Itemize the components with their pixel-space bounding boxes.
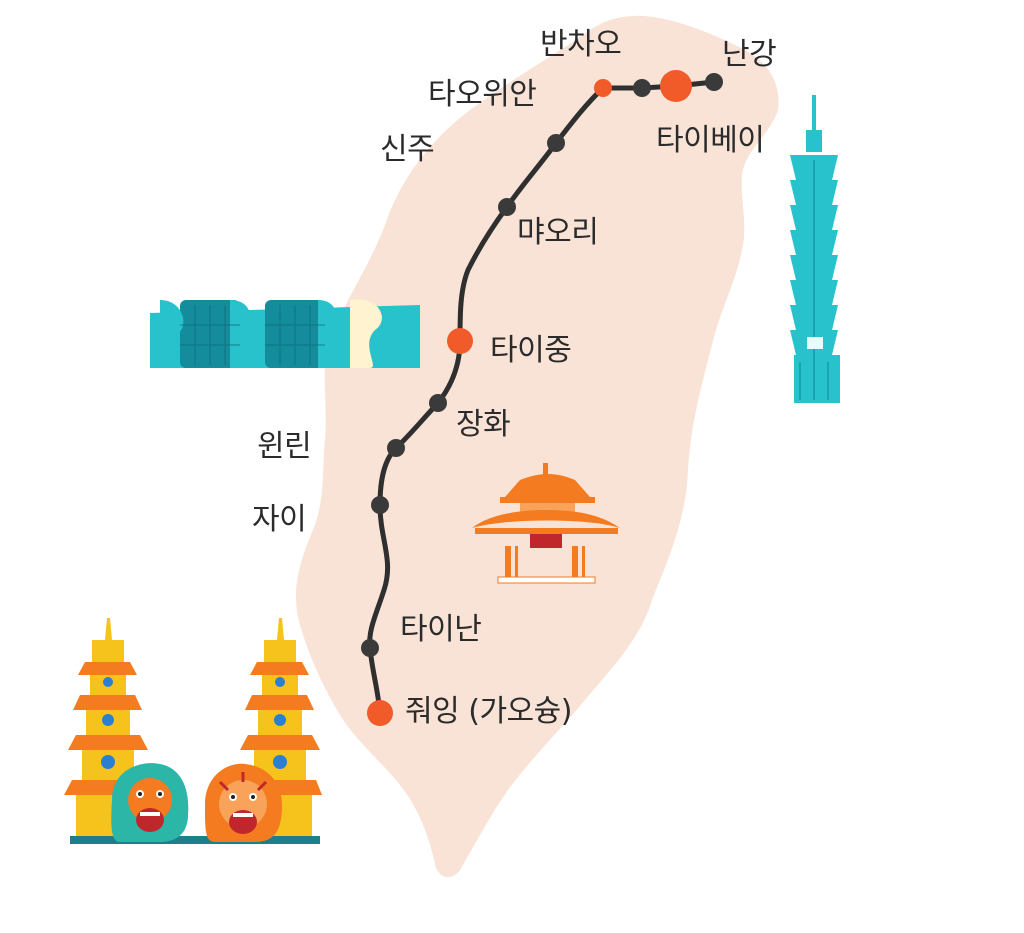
taipei-101-icon xyxy=(790,95,840,403)
station-zuoying-marker xyxy=(367,700,393,726)
station-label-chiayi: 자이 xyxy=(252,502,307,537)
station-chiayi-marker xyxy=(371,496,389,514)
station-label-taichung: 타이중 xyxy=(490,333,572,368)
station-label-nangang: 난강 xyxy=(722,37,777,72)
station-label-taoyuan: 타오위안 xyxy=(428,77,537,112)
pavilion-icon xyxy=(472,463,620,584)
station-label-hsinchu: 신주 xyxy=(380,132,435,167)
station-label-taipei: 타이베이 xyxy=(656,123,765,158)
station-miaoli-marker xyxy=(498,198,516,216)
station-label-miaoli: 먀오리 xyxy=(517,215,599,250)
station-label-tainan: 타이난 xyxy=(400,612,482,647)
station-nangang-marker xyxy=(705,73,723,91)
station-label-zuoying: 줘잉 (가오슝) xyxy=(405,694,572,729)
station-label-banqiao: 반차오 xyxy=(540,27,622,62)
bridge-icon xyxy=(150,299,420,368)
station-tainan-marker xyxy=(361,639,379,657)
dragon-icon xyxy=(111,763,189,842)
dragon-tiger-pagodas-icon xyxy=(64,618,322,844)
tiger-icon xyxy=(205,763,282,842)
station-label-changhua: 장화 xyxy=(456,407,511,442)
hsr-route-line xyxy=(367,79,717,716)
station-taipei-marker xyxy=(660,70,692,102)
station-hsinchu-marker xyxy=(547,134,565,152)
station-taoyuan-marker xyxy=(594,79,612,97)
station-markers xyxy=(361,70,723,726)
station-label-yunlin: 윈린 xyxy=(257,429,312,464)
taiwan-island xyxy=(295,15,779,878)
station-yunlin-marker xyxy=(387,439,405,457)
station-banqiao-marker xyxy=(633,79,651,97)
station-taichung-marker xyxy=(447,328,473,354)
station-changhua-marker xyxy=(429,394,447,412)
